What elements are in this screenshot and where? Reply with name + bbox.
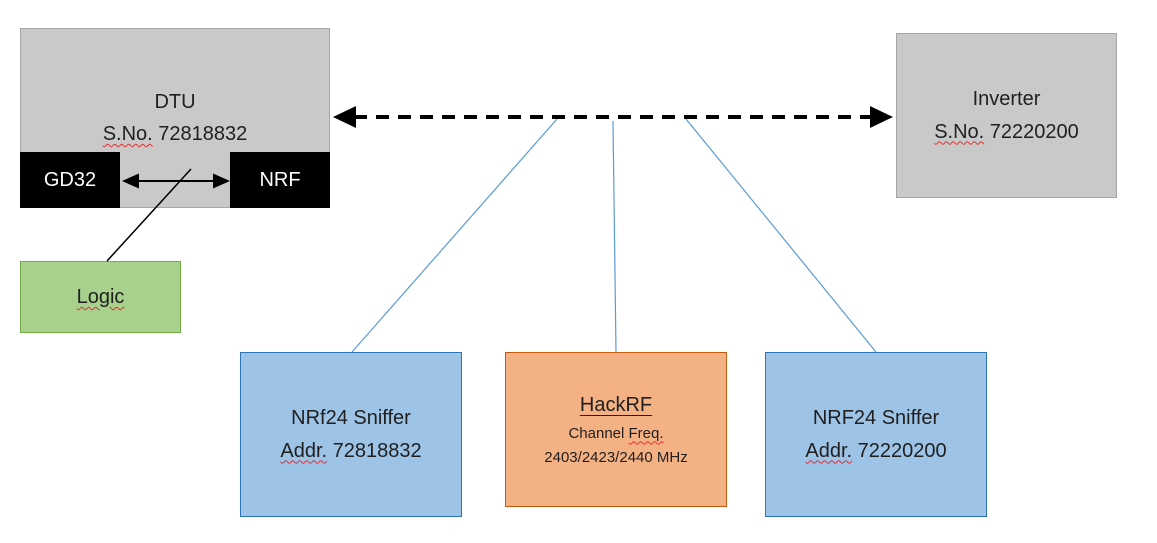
gd32-box: GD32 xyxy=(20,152,120,208)
logic-box: Logic xyxy=(20,261,181,333)
hackrf-title: HackRF xyxy=(579,394,653,417)
inverter-serial: S.No. 72220200 xyxy=(934,116,1079,148)
hackrf-channel-freq: Channel Freq. xyxy=(568,422,663,446)
gd32-label: GD32 xyxy=(43,168,97,191)
sniffer-right-addr-number: 72220200 xyxy=(857,439,947,462)
sniffer-left-addr: Addr. 72818832 xyxy=(280,435,421,467)
arrowhead-dtu-end xyxy=(333,106,356,128)
sniffer-left-addr-label: Addr. xyxy=(280,439,328,462)
inverter-serial-number: 72220200 xyxy=(989,120,1079,143)
hackrf-freq-label: Freq. xyxy=(628,424,664,442)
inverter-serial-label: S.No. xyxy=(934,120,985,143)
sniffer-left-box: NRf24 Sniffer Addr. 72818832 xyxy=(240,352,462,517)
sniffer-right-addr: Addr. 72220200 xyxy=(805,435,946,467)
sniffer-right-addr-label: Addr. xyxy=(805,439,853,462)
dtu-title: DTU xyxy=(154,90,196,113)
hackrf-frequencies: 2403/2423/2440 MHz xyxy=(544,448,688,466)
dtu-serial: S.No. 72818832 xyxy=(103,118,248,150)
dtu-serial-label: S.No. xyxy=(102,123,153,145)
sniffer-left-title: NRf24 Sniffer xyxy=(291,407,411,430)
link-channel-to-hackrf xyxy=(612,120,617,353)
dtu-serial-number: 72818832 xyxy=(158,123,248,145)
sniffer-right-box: NRF24 Sniffer Addr. 72220200 xyxy=(765,352,987,517)
nrf-box: NRF xyxy=(230,152,330,208)
link-channel-to-sniffer-right xyxy=(685,118,877,353)
inverter-title: Inverter xyxy=(972,88,1041,111)
hackrf-channel-label: Channel xyxy=(568,424,625,442)
nrf-label: NRF xyxy=(259,168,301,191)
logic-label: Logic xyxy=(76,285,125,308)
sniffer-right-title: NRF24 Sniffer xyxy=(812,407,940,430)
link-channel-to-sniffer-left xyxy=(351,118,558,353)
hackrf-box: HackRF Channel Freq. 2403/2423/2440 MHz xyxy=(505,352,727,507)
arrowhead-inverter-end xyxy=(870,106,893,128)
sniffer-left-addr-number: 72818832 xyxy=(332,439,422,462)
inverter-box: Inverter S.No. 72220200 xyxy=(896,33,1117,198)
